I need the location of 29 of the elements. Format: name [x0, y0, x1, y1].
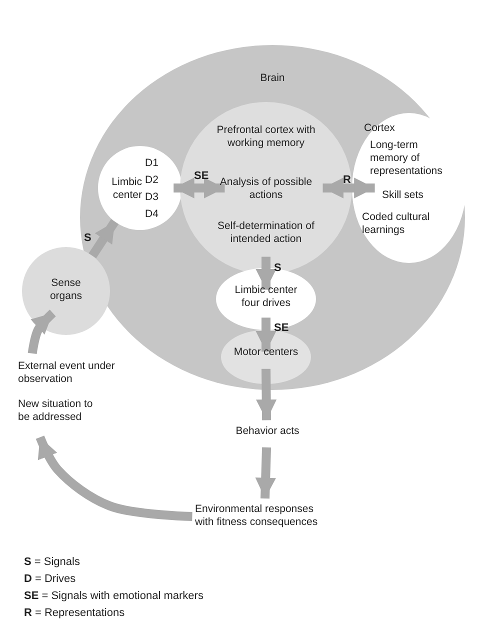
node-label: Limbic center four drives [234, 284, 298, 310]
node-label: New situation to be addressed [18, 398, 94, 424]
node-label: Prefrontal cortex with working memory [216, 124, 316, 150]
legend-text: SE = Signals with emotional markers [24, 590, 204, 603]
node-label: Long-term memory of representations [370, 139, 444, 178]
node-label: Coded cultural learnings [362, 211, 431, 237]
legend-text: S = Signals [24, 556, 80, 569]
edge-label: R [343, 174, 351, 186]
node-label: Cortex [364, 122, 396, 135]
edge-label: S [274, 262, 282, 274]
node-label: D4 [145, 208, 160, 221]
node-label: External event under observation [18, 360, 116, 386]
node-label: Environmental responses with fitness consequences [195, 503, 319, 529]
node-label: Analysis of possible actions [218, 176, 314, 202]
edge-label: SE [274, 322, 289, 334]
node-label: D2 [145, 174, 160, 187]
node-label: Sense organs [48, 277, 84, 303]
edge-label: S [84, 232, 92, 244]
node-label: D1 [145, 157, 160, 170]
node-label: Brain [259, 72, 286, 85]
node-label: Self-determination of intended action [216, 220, 316, 246]
node-label: Behavior acts [234, 425, 300, 438]
legend-text: R = Representations [24, 607, 125, 620]
node-label: Skill sets [382, 189, 424, 202]
edge-label: SE [194, 170, 209, 182]
legend-text: D = Drives [24, 573, 76, 586]
node-label: Limbic center [110, 176, 142, 202]
node-label: Motor centers [232, 346, 300, 359]
node-label: D3 [145, 191, 160, 204]
